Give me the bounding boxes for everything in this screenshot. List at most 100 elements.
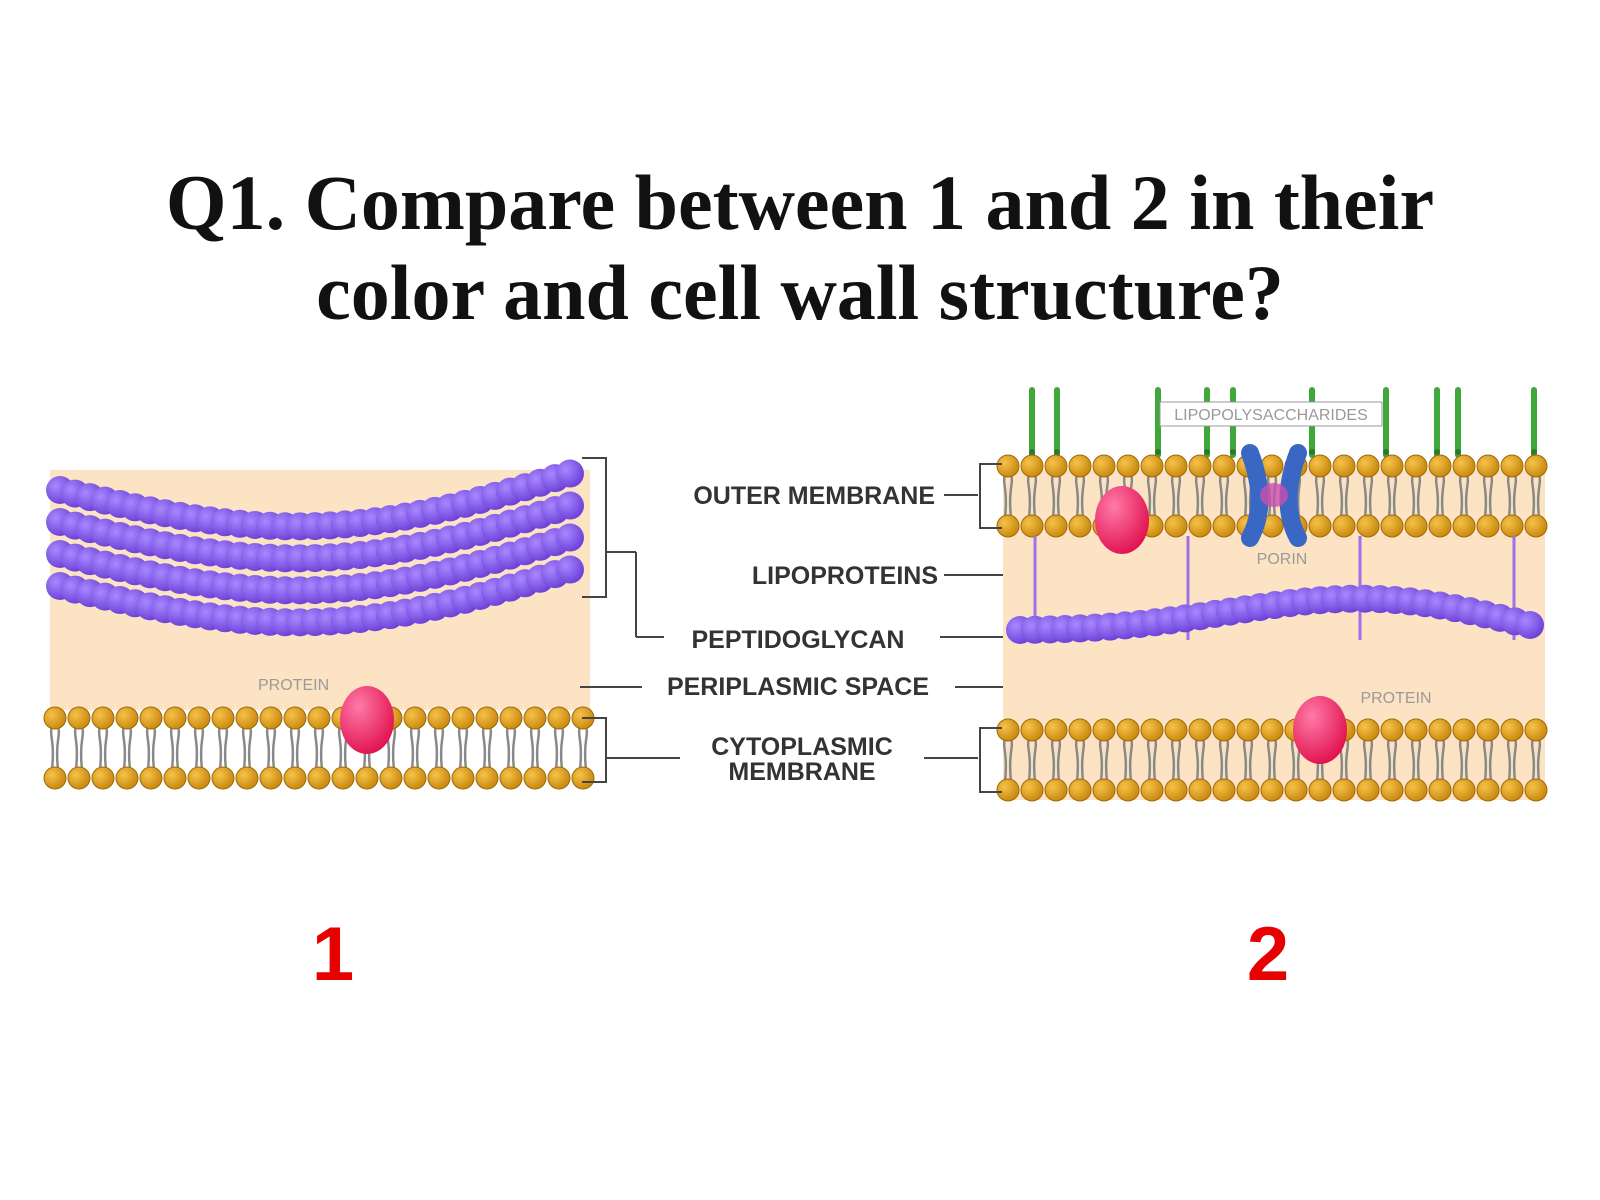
lipid-head [499, 706, 523, 730]
lipid-head [1356, 454, 1380, 478]
lipid-head [1044, 778, 1068, 802]
lipid-head [43, 706, 67, 730]
lps-label: LIPOPOLYSACCHARIDES [1174, 407, 1368, 424]
cytoplasmic-membrane-left [43, 706, 595, 790]
lipid-head [1452, 718, 1476, 742]
label-cytoplasmic-line1: CYTOPLASMIC [711, 733, 893, 761]
lipid-tail [97, 725, 103, 771]
lipid-head [283, 706, 307, 730]
lipid-tail [175, 725, 181, 771]
lipid-head [475, 766, 499, 790]
lipid-tail [193, 725, 199, 771]
label-cytoplasmic-line2: MEMBRANE [728, 758, 875, 786]
lipid-head [547, 766, 571, 790]
lipid-head [1476, 514, 1500, 538]
lipid-head [1452, 778, 1476, 802]
lipid-head [115, 766, 139, 790]
protein-left-label: PROTEIN [258, 677, 329, 694]
lipid-head [259, 766, 283, 790]
lipid-tail [271, 725, 277, 771]
protein-right-label: PROTEIN [1360, 690, 1431, 707]
protein-left [340, 686, 394, 754]
lipid-head [331, 766, 355, 790]
lipid-head [1092, 454, 1116, 478]
lipid-tail [391, 725, 397, 771]
lipid-tail [319, 725, 325, 771]
lipid-tail [289, 725, 295, 771]
porin-label: PORIN [1257, 551, 1308, 568]
lps-base [1155, 449, 1161, 455]
lipid-head [1260, 778, 1284, 802]
lipid-head [427, 706, 451, 730]
lipid-tail [169, 725, 175, 771]
lipid-head [451, 766, 475, 790]
lipid-tail [295, 725, 301, 771]
bracket-peptidoglycan-left [582, 457, 607, 598]
lipid-tail [217, 725, 223, 771]
lipid-head [1380, 718, 1404, 742]
lipid-head [1308, 778, 1332, 802]
lipid-head [1332, 514, 1356, 538]
lipid-tail [265, 725, 271, 771]
lipid-tail [337, 725, 343, 771]
label-outer-membrane: OUTER MEMBRANE [693, 482, 935, 510]
lps-base [1455, 449, 1461, 455]
lipid-head [139, 766, 163, 790]
lipid-head [1524, 778, 1548, 802]
lipid-head [1500, 454, 1524, 478]
lipid-tail [151, 725, 157, 771]
lipid-head [307, 766, 331, 790]
lipid-head [67, 766, 91, 790]
lipid-head [1068, 454, 1092, 478]
lipid-tail [463, 725, 469, 771]
lipid-head [1332, 778, 1356, 802]
lipid-head [403, 706, 427, 730]
porin [1241, 444, 1307, 547]
lipid-head [523, 706, 547, 730]
lipid-tail [433, 725, 439, 771]
lipid-head [1236, 718, 1260, 742]
lipid-tail [529, 725, 535, 771]
label-periplasmic-space: PERIPLASMIC SPACE [667, 673, 929, 701]
lipid-head [1044, 514, 1068, 538]
lipid-head [523, 766, 547, 790]
lipid-head [1092, 718, 1116, 742]
lipid-head [1356, 778, 1380, 802]
lipid-head [1428, 514, 1452, 538]
lipid-head [403, 766, 427, 790]
lps-base [1054, 449, 1060, 455]
lipid-head [427, 766, 451, 790]
lipid-head [1500, 718, 1524, 742]
lipid-head [1044, 718, 1068, 742]
lipid-head [91, 766, 115, 790]
lipid-head [283, 766, 307, 790]
peptidoglycan-bead [556, 459, 584, 488]
lipid-head [43, 766, 67, 790]
lipid-tail [49, 725, 55, 771]
lipid-head [1020, 514, 1044, 538]
lipid-head [1428, 778, 1452, 802]
lipid-head [1188, 514, 1212, 538]
lipid-head [1188, 778, 1212, 802]
lipid-tail [55, 725, 61, 771]
lipid-head [1380, 778, 1404, 802]
peptidoglycan-bead [556, 523, 584, 552]
lipid-head [1308, 454, 1332, 478]
protein-outer-membrane [1095, 486, 1149, 554]
lipid-head [1380, 514, 1404, 538]
label-lipoproteins: LIPOPROTEINS [752, 562, 938, 590]
center-labels: OUTER MEMBRANE LIPOPROTEINS PEPTIDOGLYCA… [580, 482, 1035, 786]
lipid-tail [313, 725, 319, 771]
panel-1-gram-positive: PROTEIN [43, 457, 607, 790]
lipid-head [379, 766, 403, 790]
question-title-line2: color and cell wall structure? [316, 249, 1284, 336]
lipid-head [67, 706, 91, 730]
panel-2-gram-negative: PORIN PROTEIN LIPOPOLYSACCHARIDES [979, 387, 1548, 802]
lipid-head [1524, 454, 1548, 478]
peptidoglycan-bead [556, 555, 584, 584]
lipopolysaccharides [1029, 387, 1537, 458]
lipid-head [1212, 514, 1236, 538]
bracket-cytoplasmic-right [979, 727, 1002, 793]
lipid-head [1068, 778, 1092, 802]
peptidoglycan-bead [556, 491, 584, 520]
